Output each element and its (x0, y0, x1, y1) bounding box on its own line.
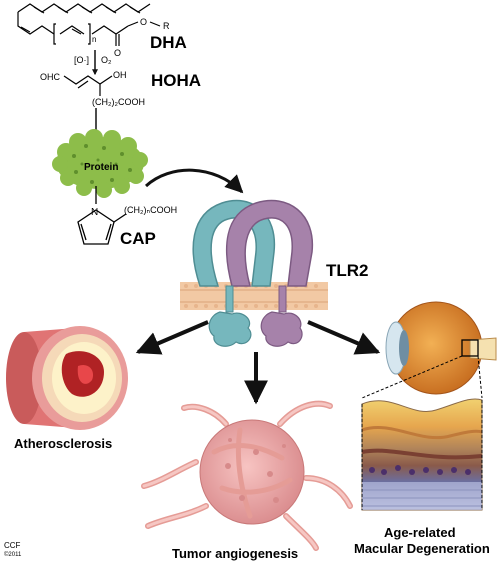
dha-repeat-sub: n (92, 35, 96, 44)
hoha-label: HOHA (151, 71, 201, 90)
dha-structure (17, 3, 161, 46)
retina-tissue-illustration (361, 398, 483, 511)
amd-label-line2: Macular Degeneration (354, 541, 490, 556)
dha-r-group: R (163, 21, 170, 31)
tlr2-teal-tir (208, 311, 252, 347)
hoha-aldehyde: OHC (40, 72, 61, 82)
tlr2-purple-tir (260, 311, 303, 347)
cap-label: CAP (120, 229, 156, 248)
atherosclerosis-label: Atherosclerosis (14, 436, 112, 451)
protein-blob (52, 129, 148, 198)
amd-label-line1: Age-related (384, 525, 456, 540)
credit-line1: CCF (4, 541, 21, 550)
credit-line2: ©2011 (4, 551, 22, 558)
oxidation-radical: [O·] (74, 55, 89, 65)
oxidation-oxygen: O₂ (101, 55, 112, 65)
tumor-illustration (141, 400, 353, 551)
dha-label: DHA (150, 33, 187, 52)
tlr2-purple-ectodomain (225, 199, 314, 287)
arrow-to-atherosclerosis (135, 320, 209, 355)
tlr2-label: TLR2 (326, 261, 369, 280)
tlr2-receptor (180, 199, 328, 347)
cap-nitrogen: N (91, 207, 98, 218)
cap-to-tlr2-arrow (144, 168, 244, 194)
hoha-side-chain: (CH₂)₂COOH (92, 97, 145, 107)
protein-label: Protein (84, 162, 118, 173)
hoha-structure (63, 75, 113, 96)
dha-carbonyl-oxygen: O (114, 48, 121, 58)
eye-illustration (361, 301, 497, 399)
arrow-to-amd (307, 320, 381, 355)
dha-ester-oxygen: O (140, 17, 147, 27)
hoha-hydroxyl: OH (113, 70, 127, 80)
artery-illustration (6, 326, 128, 430)
cap-structure (77, 186, 127, 245)
cap-side-chain: (CH₂)ₙCOOH (124, 205, 177, 215)
tumor-angiogenesis-label: Tumor angiogenesis (172, 546, 298, 561)
